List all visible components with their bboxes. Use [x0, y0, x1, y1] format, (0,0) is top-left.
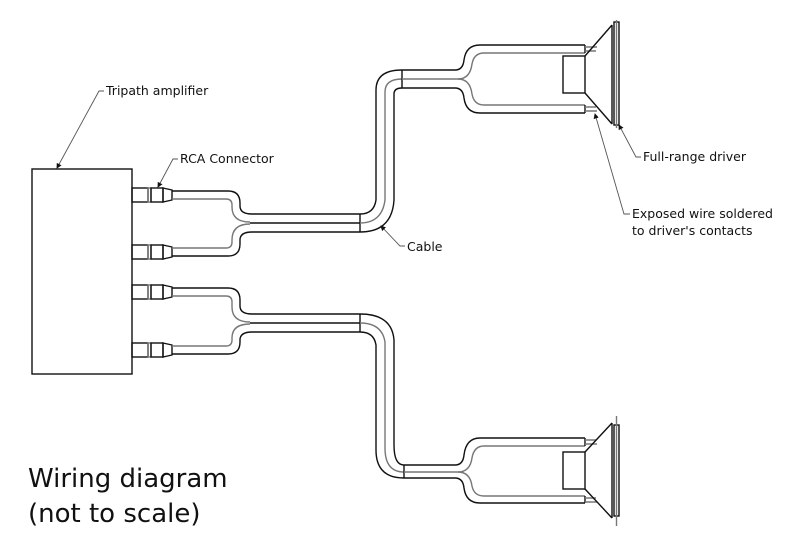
rca-connector-1	[131, 187, 173, 203]
rca-connectors	[131, 187, 173, 358]
leader-rca	[157, 158, 178, 188]
cable-top	[172, 44, 597, 257]
label-amplifier: Tripath amplifier	[105, 83, 209, 98]
leader-driver	[618, 124, 641, 158]
leader-cable	[380, 225, 405, 247]
driver-top	[562, 20, 620, 128]
diagram-title-line1: Wiring diagram	[28, 464, 228, 494]
rca-connector-2	[131, 244, 173, 260]
leader-amplifier	[56, 90, 104, 169]
label-exposed-wire-2: to driver's contacts	[632, 223, 753, 238]
diagram-title-line2: (not to scale)	[28, 499, 201, 529]
label-exposed-wire-1: Exposed wire soldered	[632, 206, 773, 221]
label-cable: Cable	[407, 239, 443, 254]
leader-exposed	[593, 113, 630, 215]
amplifier-box	[31, 168, 133, 375]
rca-connector-3	[131, 284, 173, 300]
label-full-range-driver: Full-range driver	[643, 149, 747, 164]
cable-bottom	[172, 287, 597, 504]
label-rca-connector: RCA Connector	[180, 151, 275, 166]
rca-connector-4	[131, 342, 173, 358]
driver-bottom	[562, 416, 620, 526]
